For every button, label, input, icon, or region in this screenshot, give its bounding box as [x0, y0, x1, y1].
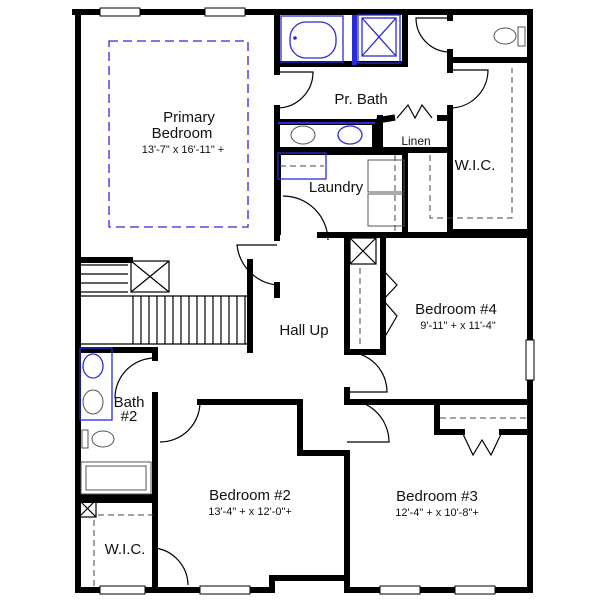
laundry-label: Laundry [309, 179, 364, 196]
linen-label: Linen [401, 134, 430, 148]
bedroom4-label: Bedroom #4 [415, 301, 497, 318]
primary-bath-label: Pr. Bath [334, 91, 387, 108]
bedroom2-wic-label: W.I.C. [105, 541, 146, 558]
bath2-fixtures [79, 347, 152, 495]
stairs [80, 264, 250, 345]
doors [114, 17, 503, 586]
shower-primary [352, 14, 401, 65]
ceiling-outline [108, 40, 249, 228]
bedroom3-label: Bedroom #3 [396, 488, 478, 505]
bedroom2-label: Bedroom #2 [209, 487, 291, 504]
primary-bedroom-label-2: Bedroom [152, 125, 213, 142]
primary-bedroom-dimensions: 13'-7" x 16'-11" + [142, 144, 224, 156]
laundry-fixtures [277, 152, 405, 232]
toilet-primary-icon [493, 26, 526, 47]
hvac-chase-icon [78, 237, 377, 518]
vanity-primary [278, 122, 375, 145]
primary-bedroom-label: Primary [163, 109, 215, 126]
windows [99, 7, 535, 595]
primary-wic-label: W.I.C. [455, 157, 496, 174]
hall-label: Hall Up [279, 322, 328, 339]
bedroom2-dimensions: 13'-4" + x 12'-0"+ [208, 506, 292, 518]
bath2-label-2: #2 [121, 408, 138, 425]
bath2-label: Bath [114, 394, 145, 411]
wic-shelves [429, 68, 513, 219]
bathtub-primary [280, 15, 344, 63]
closet-rods [93, 268, 530, 588]
bedroom4-dimensions: 9'-11" + x 11'-4" [420, 320, 496, 332]
bedroom3-dimensions: 12'-4" + x 10'-8"+ [395, 507, 479, 519]
